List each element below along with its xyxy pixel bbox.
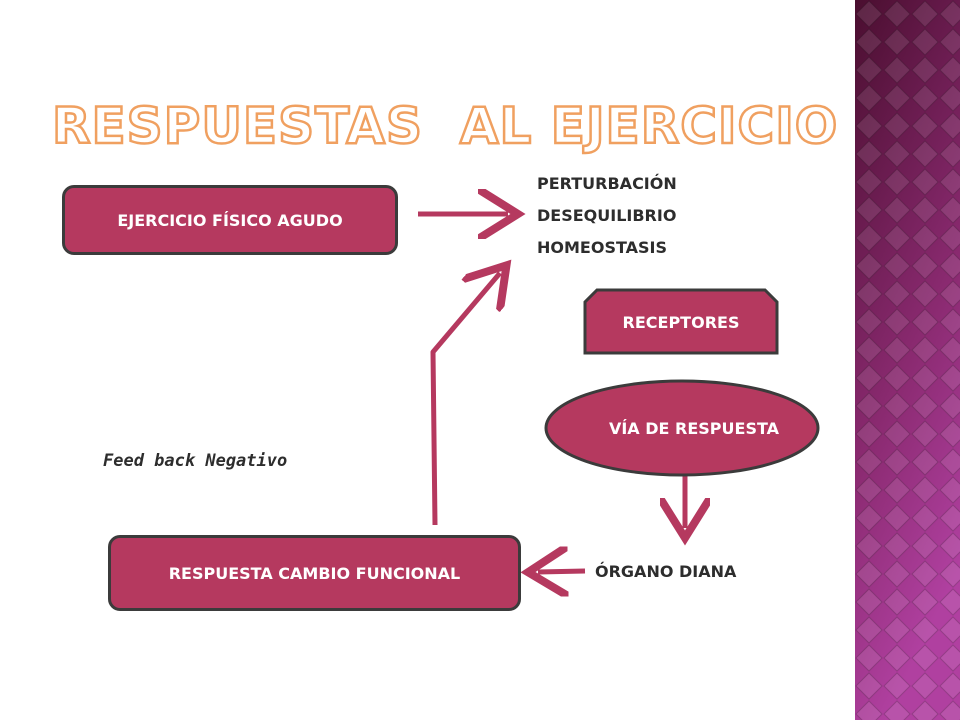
ejercicio-box: EJERCICIO FÍSICO AGUDO xyxy=(62,185,398,255)
receptores-label: RECEPTORES xyxy=(623,313,740,332)
title-graphic: RESPUESTAS AL EJERCICIO xyxy=(51,96,839,157)
respuesta-box: RESPUESTA CAMBIO FUNCIONAL xyxy=(108,535,521,611)
feedback-label: Feed back Negativo xyxy=(103,451,288,471)
respuesta-label: RESPUESTA CAMBIO FUNCIONAL xyxy=(168,563,461,583)
perturbacion-text: PERTURBACIÓN DESEQUILIBRIO HOMEOSTASIS xyxy=(537,168,677,264)
organo-diana-text: ÓRGANO DIANA xyxy=(595,562,737,581)
slide-title: RESPUESTAS AL EJERCICIO xyxy=(52,97,838,155)
ejercicio-label: EJERCICIO FÍSICO AGUDO xyxy=(117,210,343,230)
via-respuesta-label: VÍA DE RESPUESTA xyxy=(609,419,780,438)
desequilibrio-line: DESEQUILIBRIO xyxy=(537,206,677,225)
perturbacion-line: PERTURBACIÓN xyxy=(537,174,677,193)
via-respuesta-shape: VÍA DE RESPUESTA xyxy=(544,379,820,477)
arrow-feedback-loop xyxy=(430,273,500,526)
homeostasis-line: HOMEOSTASIS xyxy=(537,238,668,257)
side-pattern-band xyxy=(855,0,960,720)
receptores-shape: RECEPTORES xyxy=(583,288,779,355)
connectors: RECEPTORES VÍA DE RESPUESTA xyxy=(418,0,820,720)
arrow-organo-to-respuesta xyxy=(538,571,586,572)
